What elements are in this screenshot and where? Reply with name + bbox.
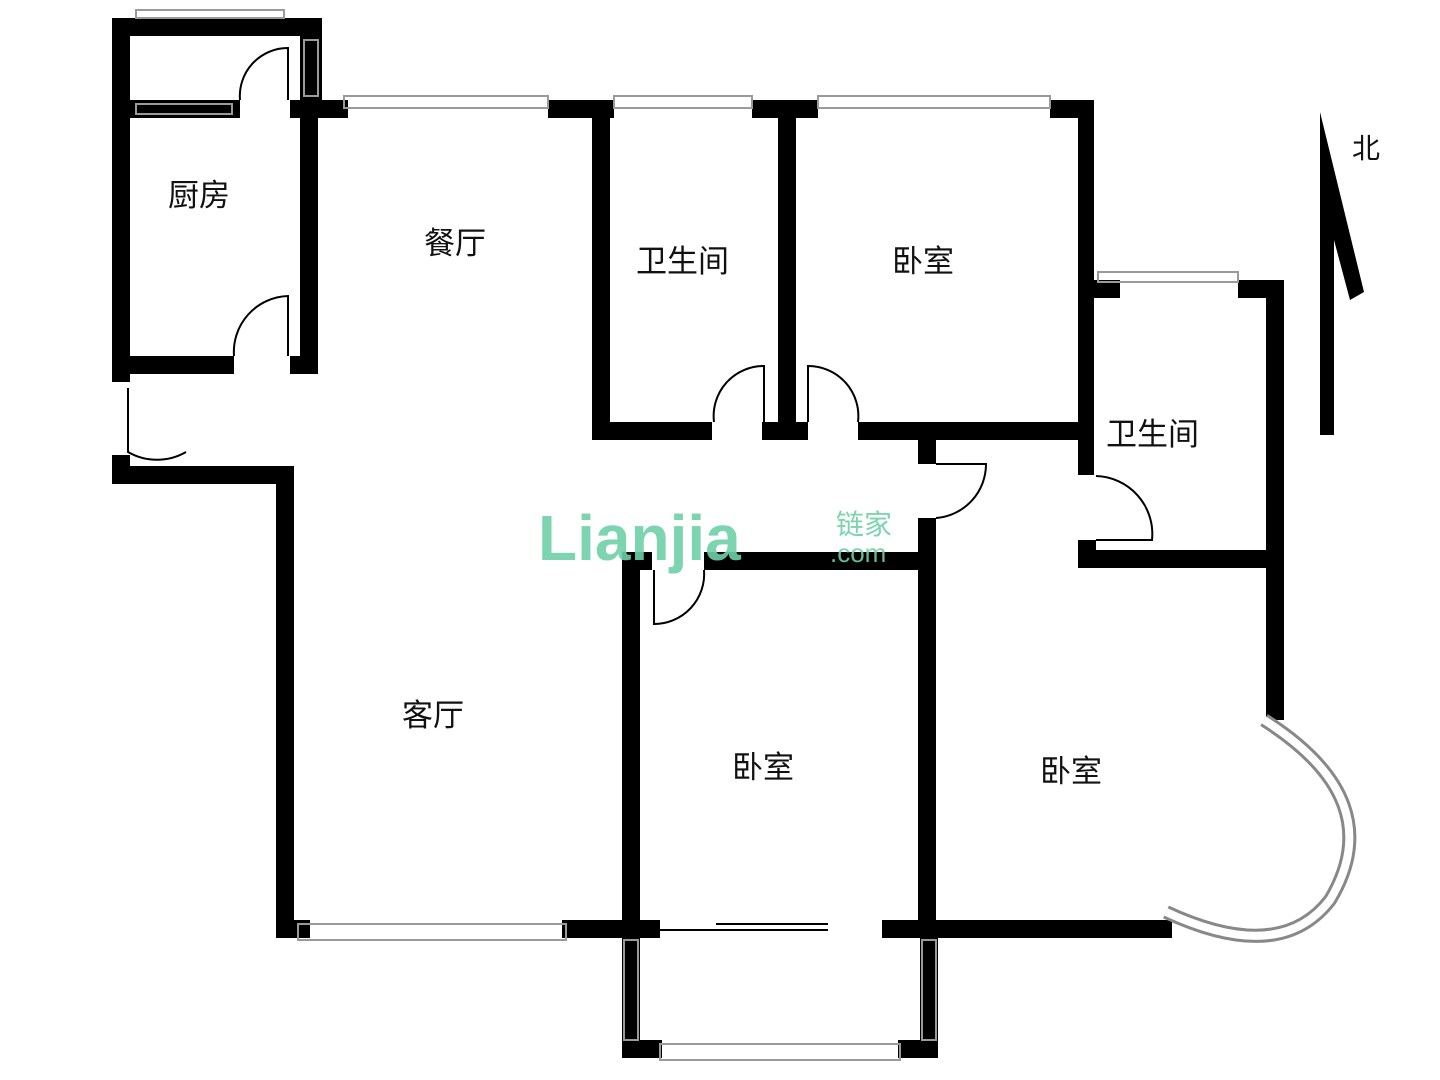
north-label: 北 [1352,133,1380,164]
windows [135,9,1357,1061]
room-label-bathroom-2: 卫生间 [1106,417,1199,452]
watermark-brand: Lianjia [538,502,741,574]
room-label-bedroom-north: 卧室 [892,244,954,279]
room-label-dining: 餐厅 [424,226,486,261]
watermark-domain: .com [830,538,886,568]
room-label-living: 客厅 [402,698,464,733]
watermark: Lianjia 链家 .com [538,502,892,574]
doors [127,46,1154,626]
north-arrow-icon [1320,112,1364,435]
watermark-cn: 链家 [836,509,892,540]
compass: 北 [1320,112,1380,435]
room-labels: 厨房 餐厅 卫生间 卧室 卫生间 客厅 卧室 卧室 [168,178,1199,789]
walls [112,18,1284,1058]
room-label-kitchen: 厨房 [168,178,230,213]
room-label-bathroom-1: 卫生间 [636,244,729,279]
room-label-bedroom-east: 卧室 [1040,754,1102,789]
room-label-bedroom-middle: 卧室 [732,750,794,785]
